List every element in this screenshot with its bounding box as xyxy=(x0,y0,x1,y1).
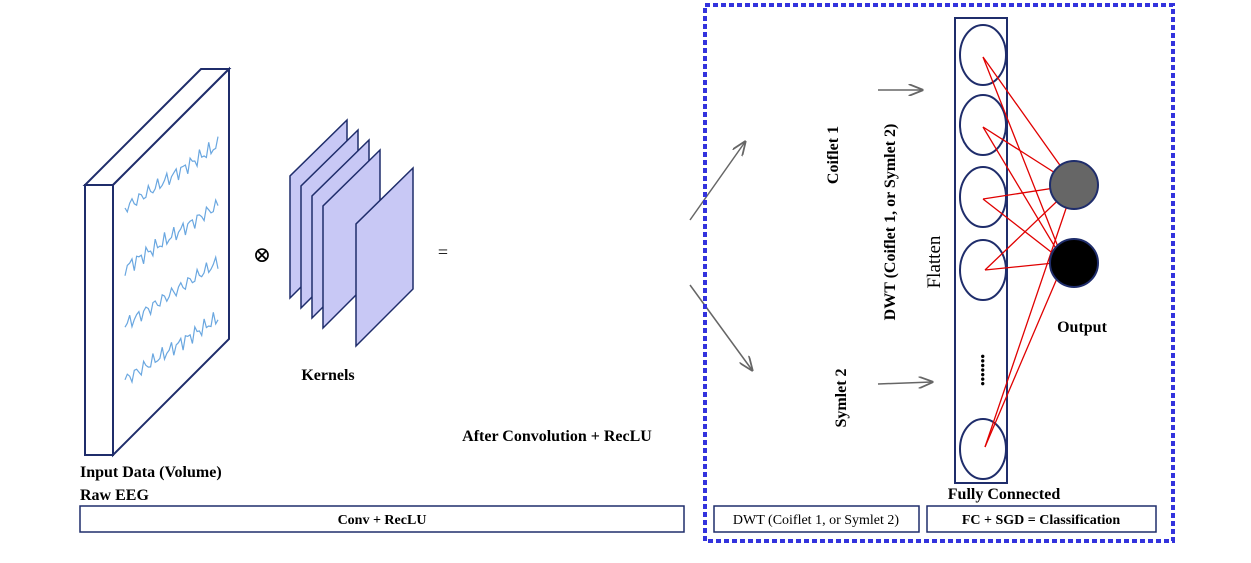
flatten-node xyxy=(959,94,1007,156)
coiflet-label: Coiflet 1 xyxy=(825,126,842,184)
symlet-label: Symlet 2 xyxy=(833,368,850,427)
connection-line xyxy=(982,198,1066,263)
eeg-wave xyxy=(124,254,219,329)
convolution-operator-icon: ⊗ xyxy=(253,242,271,267)
flatten-node xyxy=(959,239,1007,301)
coiflet-stack xyxy=(760,152,796,254)
connection-line xyxy=(984,183,1076,448)
eeg-wave xyxy=(124,197,219,276)
connection-line xyxy=(982,56,1066,264)
conv-reclu-box: Conv + RecLU xyxy=(79,505,685,533)
output-label: Output xyxy=(1057,319,1107,336)
connection-line xyxy=(982,126,1065,264)
fc-box: FC + SGD = Classification xyxy=(926,505,1157,533)
eeg-waveforms xyxy=(124,136,219,385)
arrow-symlet-to-flatten xyxy=(877,382,932,384)
flatten-node xyxy=(959,166,1007,228)
flatten-node xyxy=(959,24,1007,86)
fc-box-label: FC + SGD = Classification xyxy=(962,513,1121,528)
equals-sign: = xyxy=(438,242,448,262)
after-convolution-label: After Convolution + RecLU xyxy=(462,428,652,445)
dwt-box-label: DWT (Coiflet 1, or Symlet 2) xyxy=(733,513,899,528)
eeg-wave xyxy=(124,312,219,385)
dwt-classification-region xyxy=(703,3,1175,543)
kernel-stack xyxy=(289,118,414,348)
connection-line xyxy=(984,260,1066,448)
feature-map-stack xyxy=(466,248,568,418)
flatten-ellipsis: ••••••• xyxy=(975,354,990,386)
output-node-1 xyxy=(1049,160,1099,210)
arrow-to-symlet xyxy=(689,284,752,370)
input-volume xyxy=(82,66,232,458)
input-label-line1: Input Data (Volume) xyxy=(80,464,222,481)
arrow-to-coiflet xyxy=(689,142,745,221)
flatten-nodes xyxy=(959,24,1007,480)
kernel-plate xyxy=(355,166,414,348)
flatten-node xyxy=(959,418,1007,480)
eeg-wave xyxy=(124,136,219,214)
conv-reclu-box-label: Conv + RecLU xyxy=(338,513,427,528)
input-label-line2: Raw EEG xyxy=(80,487,149,504)
dwt-box: DWT (Coiflet 1, or Symlet 2) xyxy=(713,505,920,533)
output-node-2 xyxy=(1049,238,1099,288)
dwt-vertical-label: DWT (Coiflet 1, or Symlet 2) xyxy=(882,124,899,321)
connection-line xyxy=(982,56,1075,187)
symlet-stack xyxy=(765,412,801,490)
kernels-label: Kernels xyxy=(301,367,354,384)
fully-connected-label: Fully Connected xyxy=(948,486,1061,503)
flatten-label: Flatten xyxy=(924,235,945,288)
